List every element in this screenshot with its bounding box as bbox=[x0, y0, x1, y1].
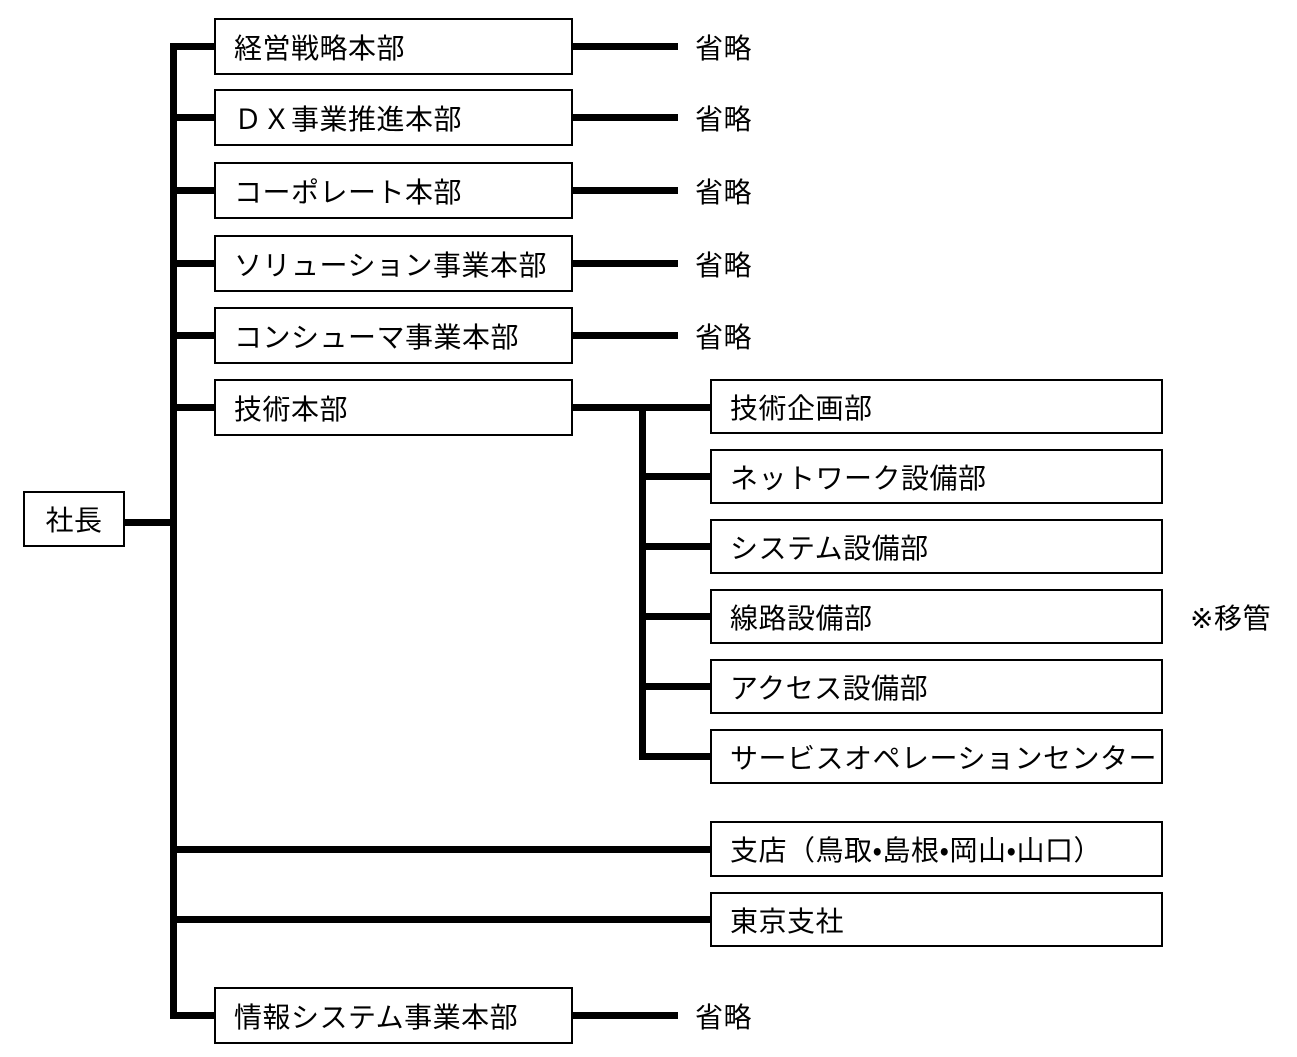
technology-subtrunk-line bbox=[639, 404, 646, 760]
node-consumer-business-hq: コンシューマ事業本部 bbox=[214, 307, 573, 364]
node-information-system-business-hq: 情報システム事業本部 bbox=[214, 987, 573, 1044]
connector-child-3 bbox=[646, 543, 710, 550]
node-service-operation-center: サービスオペレーションセンター bbox=[710, 729, 1163, 784]
omitted-label-4: 省略 bbox=[695, 249, 753, 281]
connector-division-9 bbox=[170, 1012, 216, 1019]
omitted-line-3 bbox=[573, 187, 678, 194]
connector-division-6 bbox=[170, 404, 216, 411]
connector-child-5 bbox=[646, 683, 710, 690]
connector-division-3 bbox=[170, 187, 216, 194]
omitted-label-3: 省略 bbox=[695, 176, 753, 208]
connector-division-4 bbox=[170, 260, 216, 267]
node-branch-offices: 支店（鳥取・島根・岡山・山口） bbox=[710, 821, 1163, 877]
connector-branch-offices bbox=[170, 846, 710, 853]
transfer-note-label: ※移管 bbox=[1190, 602, 1271, 634]
node-corporate-hq: コーポレート本部 bbox=[214, 162, 573, 219]
omitted-line-5 bbox=[573, 332, 678, 339]
node-dx-business-promotion-hq: ＤＸ事業推進本部 bbox=[214, 89, 573, 146]
connector-division-5 bbox=[170, 332, 216, 339]
connector-child-6 bbox=[646, 753, 710, 760]
node-technology-hq: 技術本部 bbox=[214, 379, 573, 436]
node-line-facilities-dept: 線路設備部 bbox=[710, 589, 1163, 644]
node-system-facilities-dept: システム設備部 bbox=[710, 519, 1163, 574]
connector-president bbox=[125, 519, 171, 526]
node-solution-business-hq: ソリューション事業本部 bbox=[214, 235, 573, 292]
omitted-line-1 bbox=[573, 43, 678, 50]
omitted-line-4 bbox=[573, 260, 678, 267]
omitted-label-2: 省略 bbox=[695, 103, 753, 135]
connector-child-4 bbox=[646, 613, 710, 620]
omitted-line-6 bbox=[573, 1012, 678, 1019]
connector-division-1 bbox=[170, 43, 216, 50]
trunk-line bbox=[170, 43, 177, 1019]
omitted-line-2 bbox=[573, 114, 678, 121]
connector-tokyo-branch bbox=[170, 916, 710, 923]
node-management-strategy-hq: 経営戦略本部 bbox=[214, 18, 573, 75]
node-president: 社長 bbox=[23, 491, 125, 547]
node-tokyo-branch: 東京支社 bbox=[710, 892, 1163, 947]
omitted-label-6: 省略 bbox=[695, 1001, 753, 1033]
omitted-label-1: 省略 bbox=[695, 32, 753, 64]
node-network-facilities-dept: ネットワーク設備部 bbox=[710, 449, 1163, 504]
connector-child-2 bbox=[646, 473, 710, 480]
omitted-label-5: 省略 bbox=[695, 321, 753, 353]
node-technology-planning-dept: 技術企画部 bbox=[710, 379, 1163, 434]
node-access-facilities-dept: アクセス設備部 bbox=[710, 659, 1163, 714]
connector-division-2 bbox=[170, 114, 216, 121]
